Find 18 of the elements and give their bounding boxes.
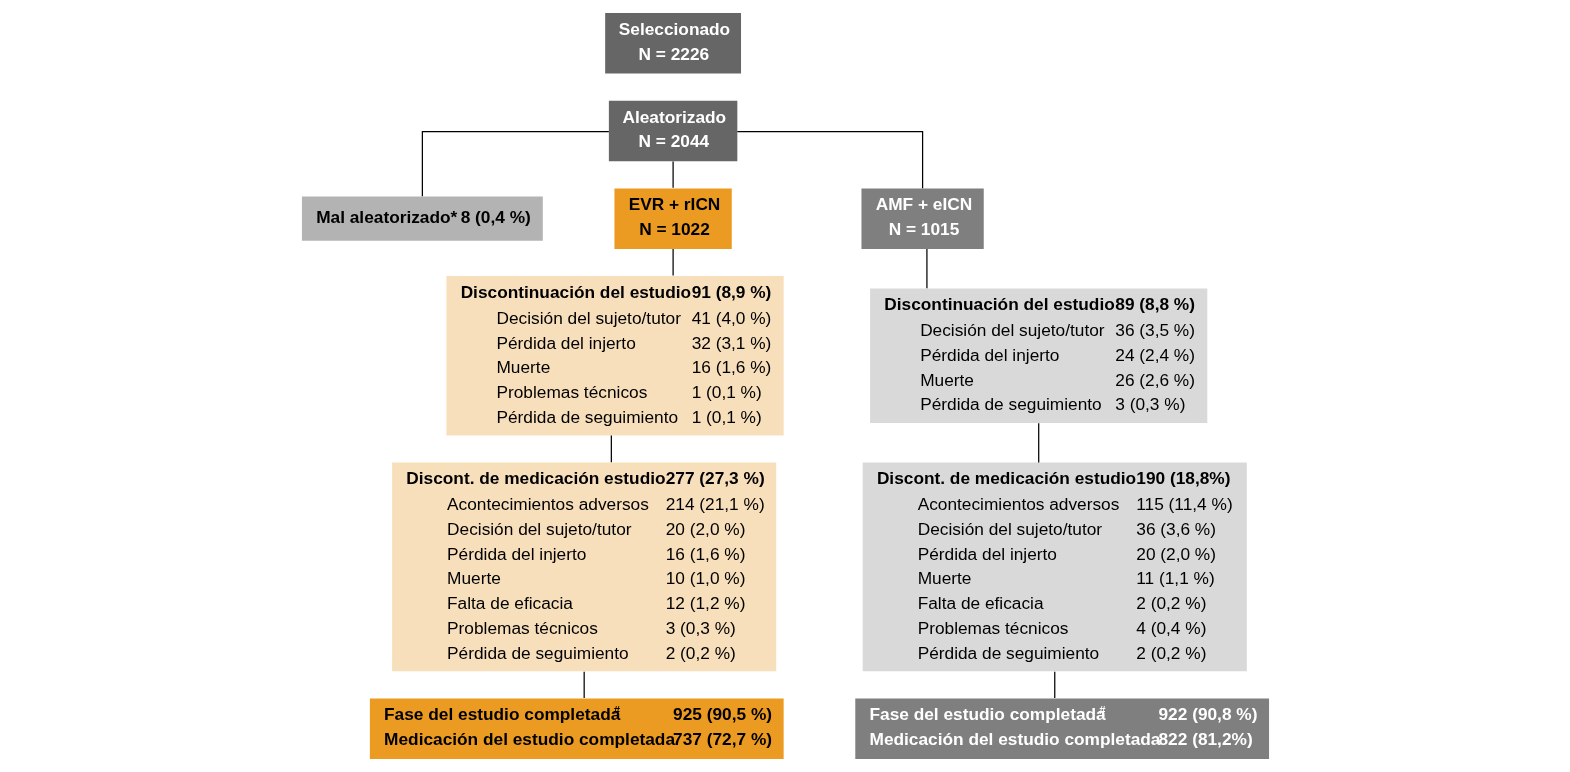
node-box: Aleatorizado N = 2044 [608,100,737,162]
node-box: Seleccionado N = 2226 [604,13,741,74]
node-box: EVR + rICN N = 1022 [613,188,732,249]
connector [672,248,674,277]
node-box: AMF + eICN N = 1015 [860,188,984,249]
connector [672,161,674,189]
connector [583,671,585,699]
connector [736,130,923,189]
node-box: Discontinuación del estudio91 (8,9 %) Decisión del sujeto/tutor 41 (4,0 %) Pérdida del injerto 32 (3,1 %) Muerte 16 (1,6 %) Problemas técnicos 1 (0,1 %) Pérdida de seguimiento 1 (0,1 %) [445,276,784,436]
node-box: Discont. de medicación estudio277 (27,3 %) Acontecimientos adversos 214 (21,1 %) Decisión del sujeto/tutor 20 (2,0 %) Pérdida del injerto 16 (1,6 %) Muerte 10 (1,0 %) Falta de eficacia 12 (1,2 %) Problemas técnicos 3 (0,3 %) Pérdida de seguimiento 2 (0,2 %) [391,462,776,672]
connector [421,130,609,197]
node-box: Discont. de medicación estudio190 (18,8%) Acontecimientos adversos 115 (11,4 %) Decisión del sujeto/tutor 36 (3,6 %) Pérdida del injerto 20 (2,0 %) Muerte 11 (1,1 %) Falta de eficacia 2 (0,2 %) Problemas técnicos 4 (0,4 %) Pérdida de seguimiento 2 (0,2 %) [862,462,1247,672]
connector [1037,422,1039,464]
connector [925,248,928,289]
node-box: Mal aleatorizado* 8 (0,4 %) [301,196,543,241]
connector [610,434,612,463]
connector [1053,671,1055,699]
node-box: Discontinuación del estudio89 (8,8 %) Decisión del sujeto/tutor 36 (3,5 %) Pérdida del injerto 24 (2,4 %) Muerte 26 (2,6 %) Pérdida de seguimiento 3 (0,3 %) [869,288,1207,424]
